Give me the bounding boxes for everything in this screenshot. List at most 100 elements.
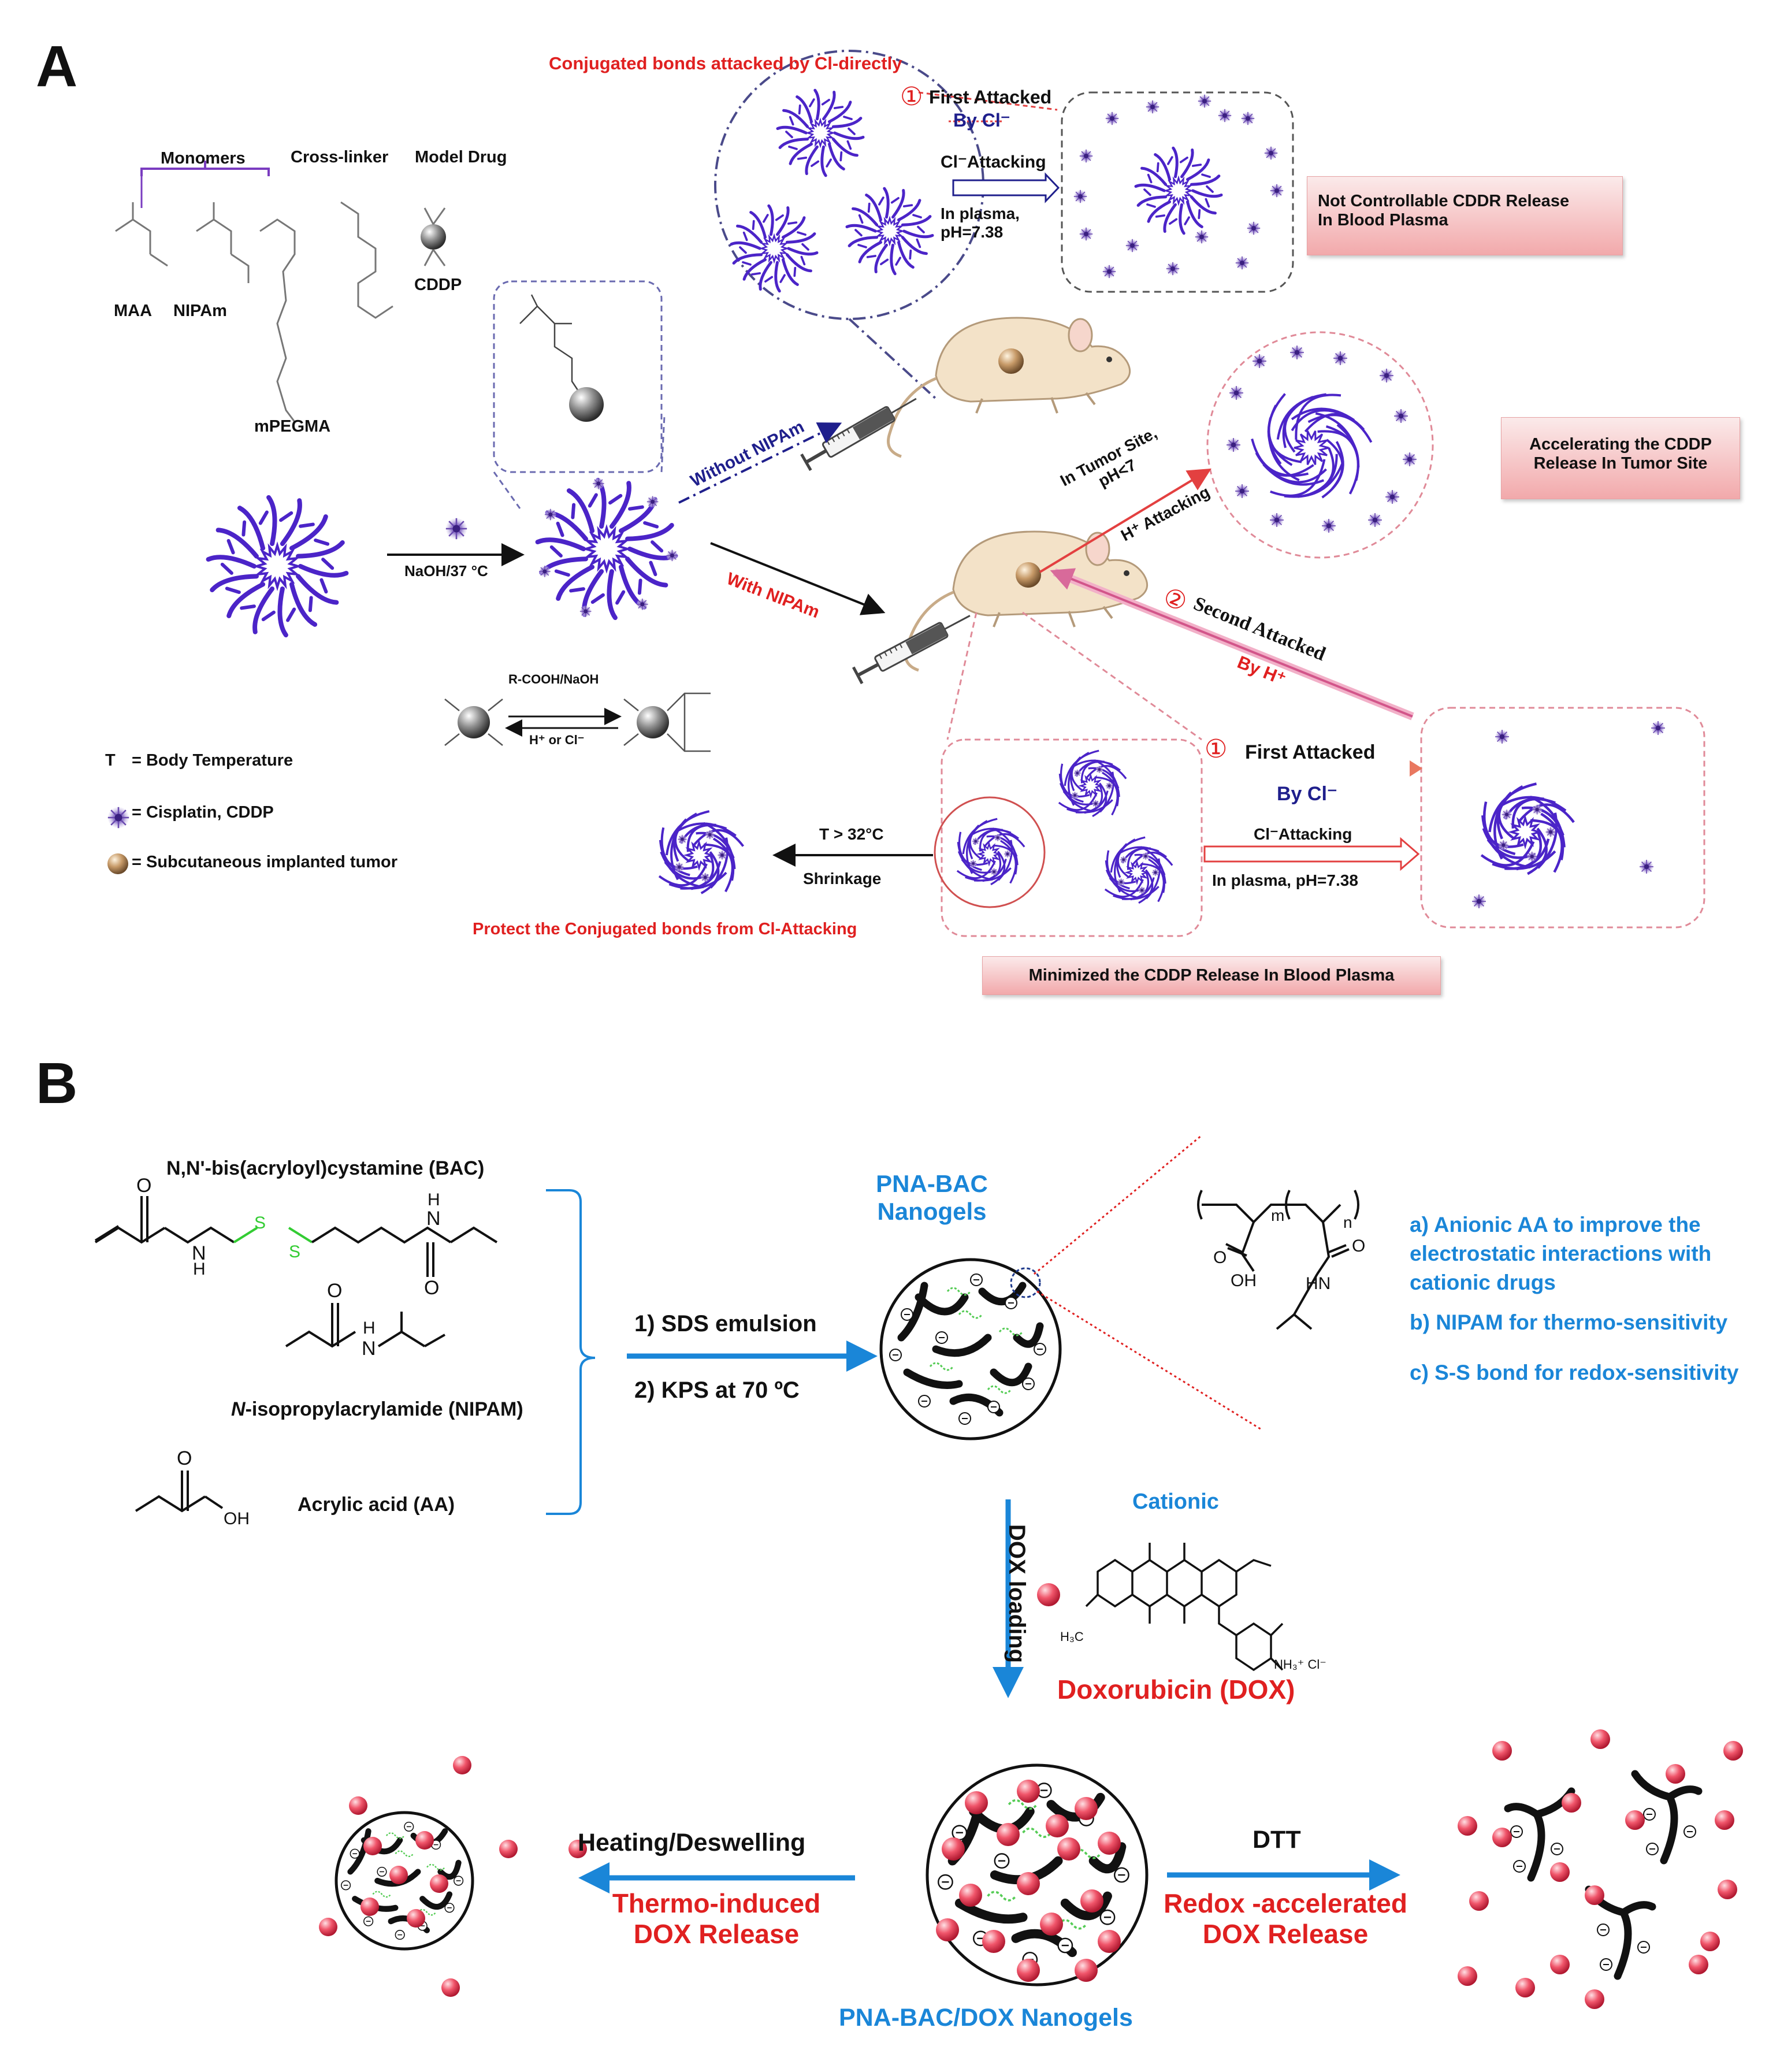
mouse-top xyxy=(887,317,1131,458)
dox-structure xyxy=(1085,1543,1284,1672)
cisplatin-particle xyxy=(1125,239,1139,252)
dox-particle xyxy=(997,1823,1020,1846)
dox-loaded-particles xyxy=(936,1780,1121,1982)
cisplatin-particle xyxy=(646,496,659,508)
legend-cisplatin: = Cisplatin, CDDP xyxy=(132,803,274,822)
in-plasma-bottom: In plasma, pH=7.38 xyxy=(1212,871,1358,889)
cisplatin-particle xyxy=(1403,452,1417,466)
bac-h2: H xyxy=(428,1190,440,1209)
cisplatin-particle xyxy=(1198,94,1211,108)
cisplatin-particle xyxy=(1195,230,1209,244)
bac-s2: S xyxy=(289,1242,301,1261)
polymer-repeat-unit xyxy=(1197,1190,1359,1330)
cisplatin-particle xyxy=(593,478,604,489)
cisplatin-particle xyxy=(637,598,648,610)
monomers-title: Monomers xyxy=(161,149,246,168)
box-not-controllable: Not Controllable CDDR Release In Blood P… xyxy=(1307,176,1623,255)
syringe-bottom xyxy=(852,615,971,685)
cisplatin-particle xyxy=(1385,490,1399,504)
repeat-n: n xyxy=(1343,1213,1352,1231)
cisplatin-particle xyxy=(1333,351,1347,365)
crosslinker-title: Cross-linker xyxy=(291,148,389,166)
dox-particle xyxy=(1590,1729,1610,1749)
cisplatin-particle xyxy=(1102,265,1116,279)
cisplatin-particle xyxy=(1092,800,1099,807)
monomers-bracket xyxy=(140,161,270,176)
circled-one-bottom: ① xyxy=(1205,735,1228,763)
dox-particle xyxy=(1098,1832,1121,1855)
box-minimized: Minimized the CDDP Release In Blood Plas… xyxy=(982,956,1441,995)
bac-n2: N xyxy=(426,1208,441,1230)
mpegma-label: mPEGMA xyxy=(254,417,331,436)
dox-particle xyxy=(1075,1797,1098,1820)
t-gt-32-label: T > 32°C xyxy=(819,825,884,843)
box-accelerating-text: Accelerating the CDDP Release In Tumor S… xyxy=(1529,435,1712,473)
cisplatin-particle xyxy=(1264,146,1278,160)
cisplatin-particle xyxy=(1079,227,1093,241)
cisplatin-particle xyxy=(1166,262,1180,276)
dox-released-thermo xyxy=(319,1756,587,1997)
dox-particle xyxy=(1458,1966,1477,1986)
cisplatin-particle xyxy=(1527,851,1537,862)
point-c: c) S-S bond for redox-sensitivity xyxy=(1410,1361,1739,1384)
top-release-box xyxy=(1061,91,1294,293)
dox-loading-label: DOX loading xyxy=(1004,1524,1030,1663)
first-attacked-top: First Attacked xyxy=(929,87,1052,107)
box-minimized-text: Minimized the CDDP Release In Blood Plas… xyxy=(1028,966,1395,985)
box-not-controllable-text: Not Controllable CDDR Release In Blood P… xyxy=(1318,192,1570,230)
dox-particle-icon xyxy=(1037,1583,1060,1606)
dox-particle xyxy=(1040,1913,1063,1936)
dox-particle xyxy=(1689,1955,1708,1974)
legend-body-temperature: = Body Temperature xyxy=(132,751,293,770)
dox-particle xyxy=(1017,1780,1040,1803)
top-title: Conjugated bonds attacked by Cl-directly xyxy=(549,53,902,73)
cl-attacking-arrow-bottom xyxy=(1203,837,1420,871)
dox-particle xyxy=(942,1837,965,1861)
heating-label: Heating/Deswelling xyxy=(578,1829,806,1856)
cisplatin-particle xyxy=(1004,850,1012,858)
h-attacking-arrow xyxy=(1039,468,1211,573)
cisplatin-particle xyxy=(1394,409,1408,423)
nanogel-shrunk xyxy=(956,818,1025,886)
cisplatin-particle xyxy=(718,851,727,860)
repeat-hn: HN xyxy=(1306,1274,1331,1293)
dox-released-redox xyxy=(1458,1729,1743,2009)
cisplatin-particle xyxy=(1368,513,1382,527)
cisplatin-particle xyxy=(445,518,467,540)
dox-particle xyxy=(1625,1810,1645,1830)
cisplatin-particle xyxy=(1241,112,1255,125)
bac-name: N,N'-bis(acryloyl)cystamine (BAC) xyxy=(166,1157,485,1179)
cisplatin-particle xyxy=(1105,782,1113,790)
cisplatin-particle xyxy=(1146,100,1159,114)
nipam-o: O xyxy=(327,1280,343,1302)
nipam-name-italic: N xyxy=(231,1398,246,1420)
nanogel-star-loaded xyxy=(535,477,678,621)
step1-label: 1) SDS emulsion xyxy=(634,1311,817,1336)
cisplatin-icon-arrow xyxy=(445,518,467,540)
zoom-box-conjugate xyxy=(493,280,663,473)
cisplatin-particle xyxy=(539,566,551,577)
dox-particle xyxy=(1718,1880,1737,1899)
cl-attacking-top: Cl⁻Attacking xyxy=(941,153,1046,172)
bottom-left-box xyxy=(941,738,1203,937)
cisplatin-particle xyxy=(1545,827,1556,837)
dox-particle xyxy=(1515,1978,1535,1997)
without-nipam-arrow xyxy=(678,422,842,504)
aa-name: Acrylic acid (AA) xyxy=(298,1494,455,1516)
dox-particle xyxy=(1585,1989,1604,2009)
cl-attacking-bottom: Cl⁻Attacking xyxy=(1254,825,1352,843)
redox-release-label: Redox -accelerated DOX Release xyxy=(1164,1888,1407,1949)
by-cl-bottom: By Cl⁻ xyxy=(1277,783,1337,805)
dox-particle xyxy=(1562,1793,1581,1813)
dox-particle xyxy=(1458,1816,1477,1836)
dox-particle xyxy=(1550,1955,1570,1974)
cisplatin-particle xyxy=(1120,856,1127,864)
cisplatin-particle xyxy=(1138,886,1146,894)
cisplatin-particle xyxy=(1253,354,1266,368)
cisplatin-particle xyxy=(1073,190,1087,203)
by-cl-top: By Cl⁻ xyxy=(953,110,1010,131)
cisplatin-particle xyxy=(1142,852,1150,860)
point-b: b) NIPAM for thermo-sensitivity xyxy=(1410,1310,1728,1334)
dox-particle xyxy=(415,1831,434,1850)
dox-particle xyxy=(959,1884,982,1907)
